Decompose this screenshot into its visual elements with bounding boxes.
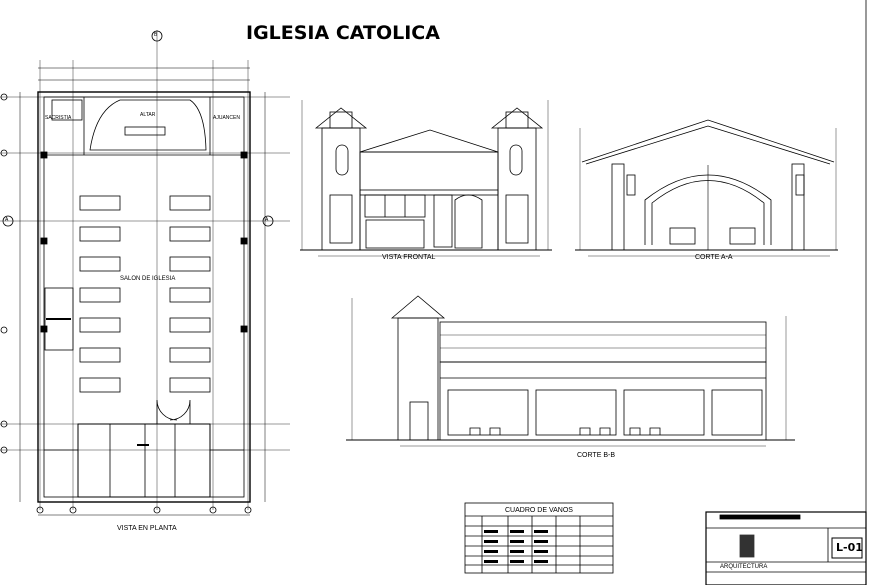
sheet-number: L-01 bbox=[836, 541, 863, 554]
front-elevation bbox=[300, 100, 552, 257]
section-a-a bbox=[575, 119, 838, 257]
label-plan-view: VISTA EN PLANTA bbox=[117, 525, 177, 532]
openings-table-title: CUADRO DE VANOS bbox=[505, 507, 573, 514]
axis-top-label: B bbox=[154, 32, 158, 38]
axis-left-label: A bbox=[5, 217, 9, 223]
discipline-label: ARQUITECTURA bbox=[720, 564, 768, 570]
pews-right bbox=[169, 195, 211, 393]
room-altar: ALTAR bbox=[140, 112, 156, 118]
section-b-b bbox=[346, 295, 795, 447]
label-front-view: VISTA FRONTAL bbox=[382, 254, 436, 261]
room-ajuancen: AJUANCEN bbox=[213, 115, 240, 121]
openings-table bbox=[464, 502, 614, 574]
room-sacristia: SACRISTIA bbox=[45, 115, 72, 121]
floor-plan bbox=[0, 30, 290, 516]
pews-left bbox=[79, 195, 121, 393]
drawing-title: IGLESIA CATOLICA bbox=[246, 22, 440, 44]
axis-right-label: A bbox=[265, 217, 269, 223]
title-block bbox=[705, 511, 867, 585]
label-section-b: CORTE B-B bbox=[577, 452, 615, 459]
label-section-a: CORTE A-A bbox=[695, 254, 733, 261]
room-salon: SALON DE IGLESIA bbox=[120, 276, 176, 282]
